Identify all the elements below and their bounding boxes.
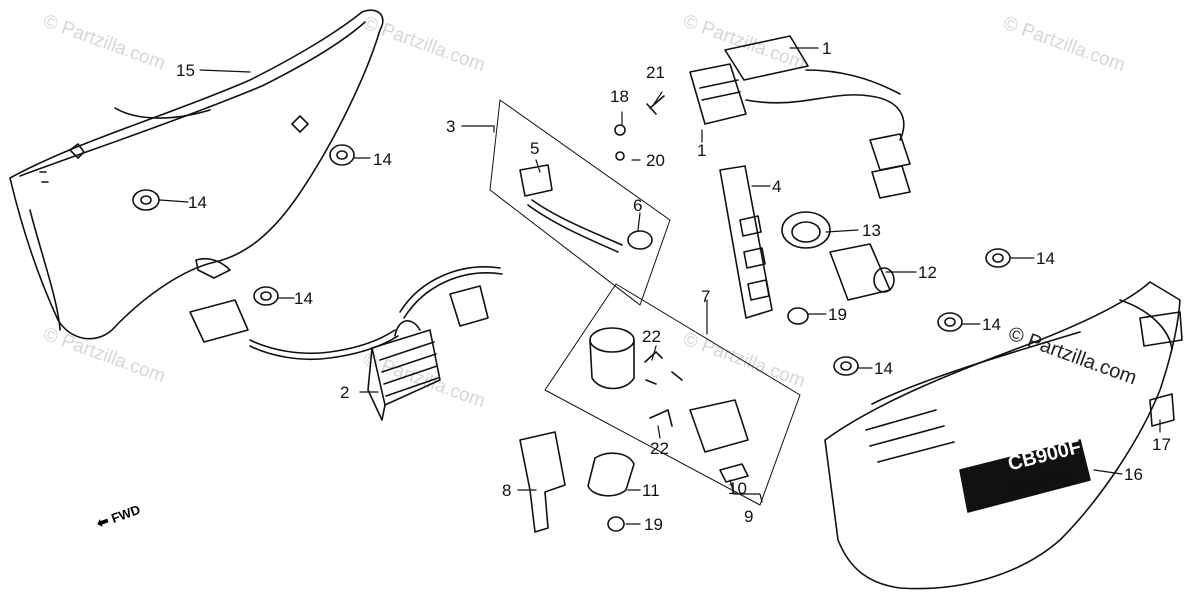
starter-relay-panel: [545, 284, 800, 505]
nut-part: [608, 517, 624, 531]
callout-5: 5: [530, 139, 540, 158]
callout-6: 6: [633, 196, 643, 215]
callout-14: 14: [982, 315, 1001, 334]
callout-4: 4: [772, 177, 782, 196]
callout-10: 10: [728, 479, 747, 498]
callout-18: 18: [610, 87, 629, 106]
callout-2: 2: [340, 383, 350, 402]
callout-1: 1: [697, 141, 707, 160]
callout-16: 16: [1124, 465, 1143, 484]
callout-12: 12: [918, 263, 937, 282]
callout-22: 22: [642, 327, 661, 346]
callout-14: 14: [188, 193, 207, 212]
callout-14: 14: [294, 289, 313, 308]
fuse-box-panel: [490, 100, 670, 305]
callout-11: 11: [642, 481, 660, 500]
switch-part: [520, 432, 634, 532]
callout-20: 20: [646, 151, 665, 170]
leader-lines: [160, 48, 1160, 524]
callout-7: 7: [701, 287, 711, 306]
callout-3: 3: [446, 117, 456, 136]
callout-22: 22: [650, 439, 669, 458]
callout-17: 17: [1152, 435, 1171, 454]
bracket-part: [720, 166, 772, 318]
nut-part: [788, 308, 808, 324]
callout-13: 13: [862, 221, 881, 240]
bolt-part: [615, 96, 664, 160]
left-side-cover-part: [10, 10, 383, 338]
callout-19: 19: [828, 305, 847, 324]
callout-9: 9: [744, 507, 754, 526]
callout-19: 19: [644, 515, 663, 534]
grommet-part: [133, 145, 1010, 375]
callout-21: 21: [646, 63, 665, 82]
capacitor-part: [782, 212, 894, 300]
callout-1: 1: [822, 39, 832, 58]
relay-part: [690, 36, 910, 198]
regulator-rectifier-part: [190, 267, 502, 420]
callout-14: 14: [1036, 249, 1055, 268]
callout-15: 15: [176, 61, 195, 80]
right-side-cover-part: [825, 282, 1182, 589]
callout-14: 14: [874, 359, 893, 378]
callout-8: 8: [502, 481, 512, 500]
callout-14: 14: [373, 150, 392, 169]
